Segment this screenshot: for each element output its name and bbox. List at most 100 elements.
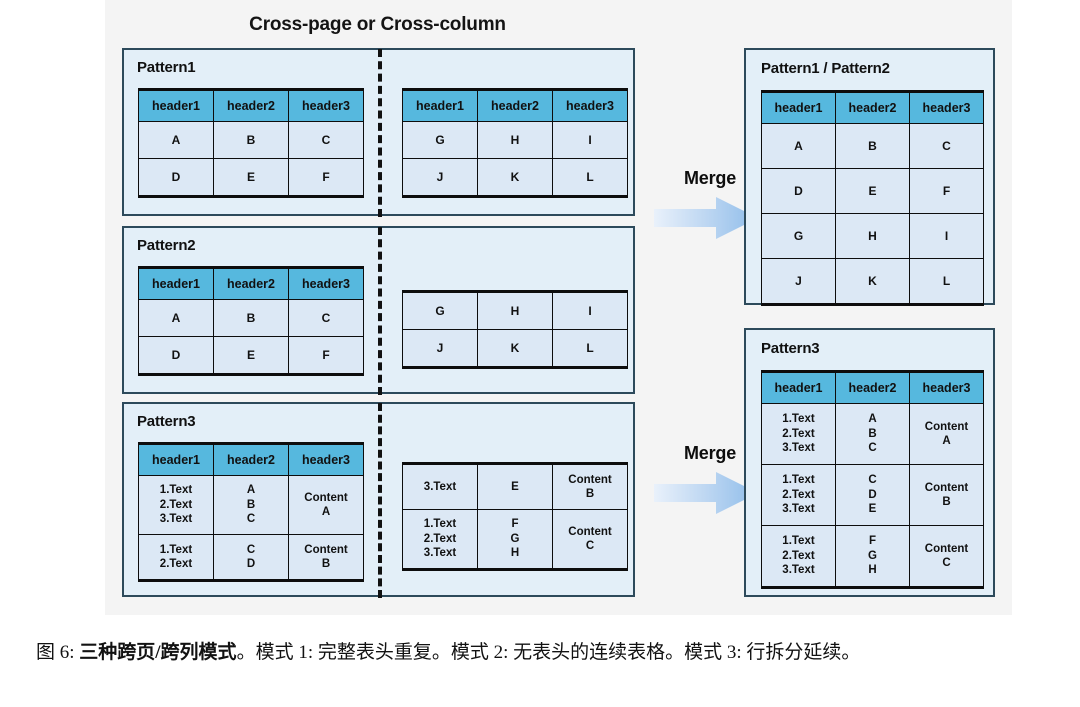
pattern2-after-table: G H I J K L: [402, 290, 628, 369]
table-cell: L: [552, 329, 628, 368]
table-cell: G: [402, 291, 478, 330]
pattern1-before-table: header1 header2 header3 A B C D E F: [138, 88, 364, 198]
pattern3-before-table: header1 header2 header3 1.Text 2.Text 3.…: [138, 442, 364, 582]
caption-prefix: 图 6:: [36, 642, 80, 663]
table-cell: L: [909, 258, 984, 305]
table-cell: C D: [213, 534, 289, 581]
merge-group-bottom: Merge: [650, 443, 770, 521]
merge-group-top: Merge: [650, 168, 770, 246]
table-cell: 1.Text 2.Text 3.Text: [138, 475, 214, 535]
table-cell: C D E: [835, 464, 910, 526]
table-cell: F: [288, 336, 364, 375]
table-cell: F: [288, 158, 364, 197]
table-row: D E F: [138, 158, 364, 197]
merged-pattern3-panel: Pattern3 header1 header2 header3 1.Text …: [744, 328, 995, 597]
column-header: header2: [477, 89, 553, 122]
table-cell: 1.Text 2.Text 3.Text: [761, 403, 836, 465]
pattern3-after-table: 3.Text E Content B 1.Text 2.Text 3.Text …: [402, 462, 628, 571]
table-row: 1.Text 2.Text 3.Text A B C Content A: [138, 475, 364, 535]
table-cell: E: [835, 168, 910, 214]
merged-pattern12-label: Pattern1 / Pattern2: [761, 60, 890, 77]
table-cell: Content C: [552, 509, 628, 570]
table-cell: Content B: [288, 534, 364, 581]
table-row: 1.Text 2.Text 3.Text F G H Content C: [761, 525, 984, 588]
table-cell: H: [477, 121, 553, 159]
table-cell: D: [761, 168, 836, 214]
column-header: header3: [909, 371, 984, 404]
table-header-row: header1 header2 header3: [138, 89, 364, 122]
table-cell: Content A: [288, 475, 364, 535]
column-header: header2: [213, 267, 289, 300]
table-cell: F: [909, 168, 984, 214]
table-row: A B C: [761, 123, 984, 169]
figure-title: Cross-page or Cross-column: [249, 14, 506, 35]
table-cell: J: [761, 258, 836, 305]
table-cell: A B C: [835, 403, 910, 465]
figure-caption: 图 6: 三种跨页/跨列模式。模式 1: 完整表头重复。模式 2: 无表头的连续…: [36, 638, 1051, 669]
table-cell: A: [138, 299, 214, 337]
pattern2-label: Pattern2: [137, 237, 196, 254]
merge-label-top: Merge: [683, 168, 737, 188]
merge-arrow-top: [650, 195, 770, 246]
table-cell: 1.Text 2.Text: [138, 534, 214, 581]
table-header-row: header1 header2 header3: [402, 89, 628, 122]
table-row: 3.Text E Content B: [402, 463, 628, 510]
table-cell: I: [552, 121, 628, 159]
table-cell: G: [402, 121, 478, 159]
caption-rest: 。模式 1: 完整表头重复。模式 2: 无表头的连续表格。模式 3: 行拆分延续…: [236, 642, 861, 663]
column-header: header1: [402, 89, 478, 122]
merged-pattern3-table: header1 header2 header3 1.Text 2.Text 3.…: [761, 370, 984, 589]
table-cell: D: [138, 158, 214, 197]
table-cell: B: [213, 299, 289, 337]
table-header-row: header1 header2 header3: [138, 267, 364, 300]
table-cell: L: [552, 158, 628, 197]
table-cell: K: [477, 329, 553, 368]
table-row: 1.Text 2.Text C D Content B: [138, 534, 364, 581]
table-cell: B: [835, 123, 910, 169]
pattern1-panel: Pattern1 header1 header2 header3 A B C D…: [122, 48, 635, 217]
caption-bold: 三种跨页/跨列模式: [79, 642, 237, 663]
table-cell: C: [288, 299, 364, 337]
pattern2-page-divider: [378, 227, 382, 395]
table-cell: H: [835, 213, 910, 259]
column-header: header3: [288, 267, 364, 300]
merged-pattern12-panel: Pattern1 / Pattern2 header1 header2 head…: [744, 48, 995, 306]
pattern2-panel: Pattern2 header1 header2 header3 A B C D…: [122, 226, 635, 395]
table-cell: Content B: [552, 463, 628, 510]
table-cell: K: [477, 158, 553, 197]
table-cell: A: [761, 123, 836, 169]
table-row: G H I: [402, 121, 628, 159]
table-cell: C: [288, 121, 364, 159]
column-header: header3: [552, 89, 628, 122]
table-row: D E F: [138, 336, 364, 375]
table-cell: 1.Text 2.Text 3.Text: [761, 525, 836, 588]
merged-pattern12-table: header1 header2 header3 A B C D E F G H: [761, 90, 984, 306]
table-row: A B C: [138, 121, 364, 159]
column-header: header3: [909, 91, 984, 124]
table-cell: A B C: [213, 475, 289, 535]
table-cell: 1.Text 2.Text 3.Text: [402, 509, 478, 570]
column-header: header2: [213, 89, 289, 122]
table-row: J K L: [402, 329, 628, 368]
table-cell: K: [835, 258, 910, 305]
column-header: header2: [835, 91, 910, 124]
table-row: J K L: [402, 158, 628, 197]
table-cell: D: [138, 336, 214, 375]
table-cell: E: [213, 158, 289, 197]
column-header: header1: [138, 267, 214, 300]
table-cell: Content B: [909, 464, 984, 526]
table-cell: I: [909, 213, 984, 259]
merged-pattern3-label: Pattern3: [761, 340, 820, 357]
pattern3-label: Pattern3: [137, 413, 196, 430]
table-cell: F G H: [477, 509, 553, 570]
pattern1-label: Pattern1: [137, 59, 196, 76]
table-cell: Content A: [909, 403, 984, 465]
column-header: header2: [213, 443, 289, 476]
table-cell: G: [761, 213, 836, 259]
pattern3-page-divider: [378, 403, 382, 598]
merge-arrow-bottom: [650, 470, 770, 521]
column-header: header1: [138, 443, 214, 476]
column-header: header3: [288, 89, 364, 122]
table-header-row: header1 header2 header3: [761, 371, 984, 404]
